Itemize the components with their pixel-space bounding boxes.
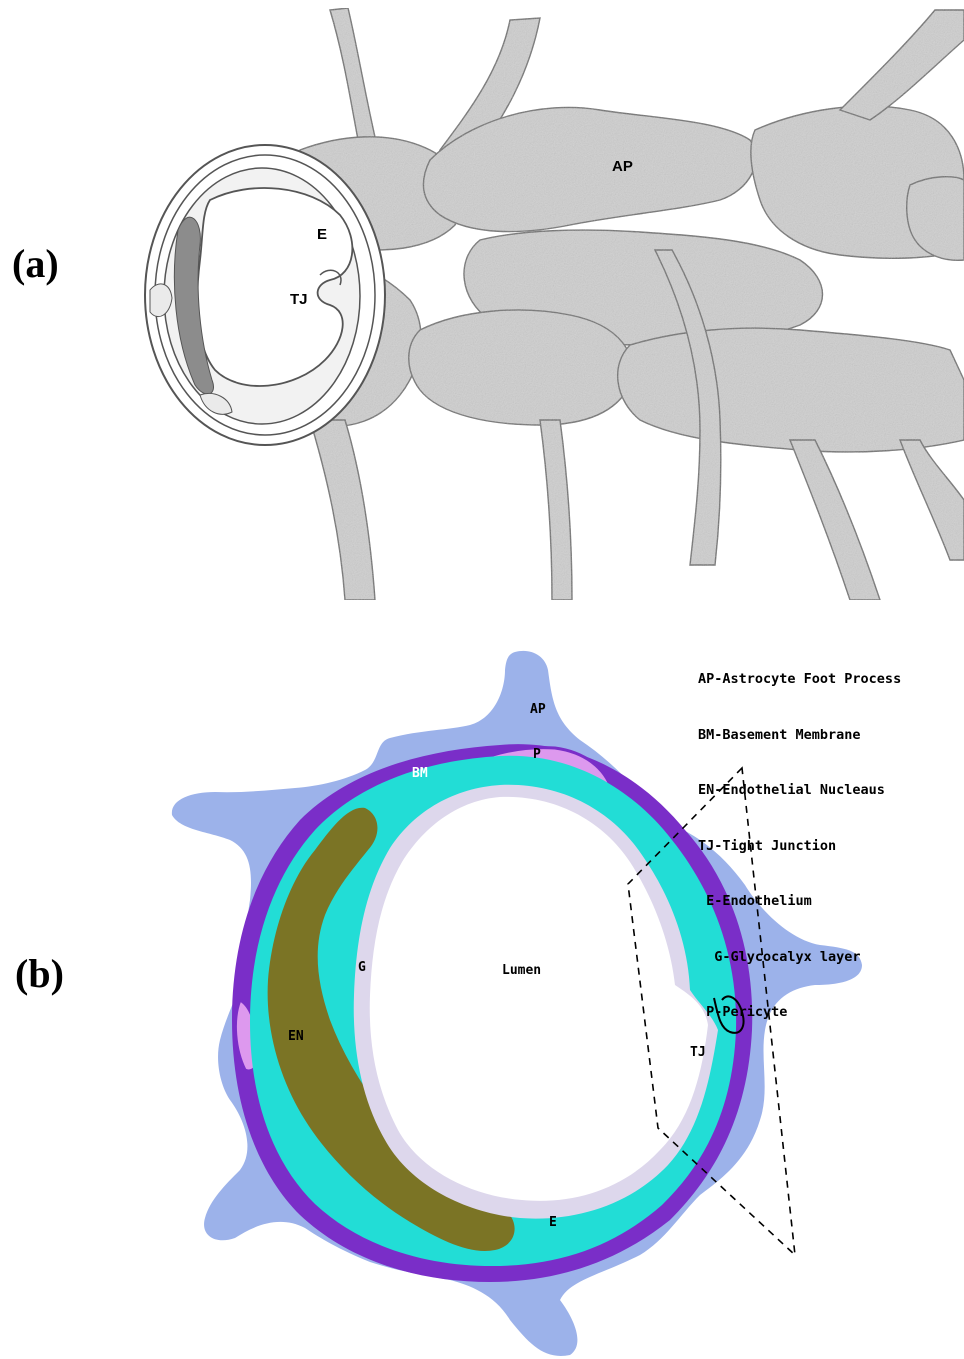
label-a-ap: AP xyxy=(612,158,633,175)
capillary-sketch xyxy=(145,145,385,445)
legend-item: TJ-Tight Junction xyxy=(698,837,901,856)
label-b-tj: TJ xyxy=(690,1045,706,1060)
label-b-p: P xyxy=(533,747,541,762)
label-b-ap: AP xyxy=(530,702,546,717)
legend-item: G-Glycocalyx layer xyxy=(698,948,901,967)
label-b-en: EN xyxy=(288,1029,304,1044)
legend-item: P-Pericyte xyxy=(698,1003,901,1022)
label-b-g: G xyxy=(358,960,366,975)
label-a-tj: TJ xyxy=(290,291,308,308)
panel-a-sketch: AP E TJ xyxy=(145,8,964,600)
legend: AP-Astrocyte Foot Process BM-Basement Me… xyxy=(698,633,901,1040)
label-b-lumen: Lumen xyxy=(502,963,541,978)
legend-item: AP-Astrocyte Foot Process xyxy=(698,670,901,689)
legend-item: BM-Basement Membrane xyxy=(698,726,901,745)
label-b-bm: BM xyxy=(412,766,428,781)
legend-item: EN-Endothelial Nucleaus xyxy=(698,781,901,800)
label-a-e: E xyxy=(317,226,327,243)
label-b-e: E xyxy=(549,1215,557,1230)
astrocyte-bodies xyxy=(299,8,964,600)
legend-item: E-Endothelium xyxy=(698,892,901,911)
